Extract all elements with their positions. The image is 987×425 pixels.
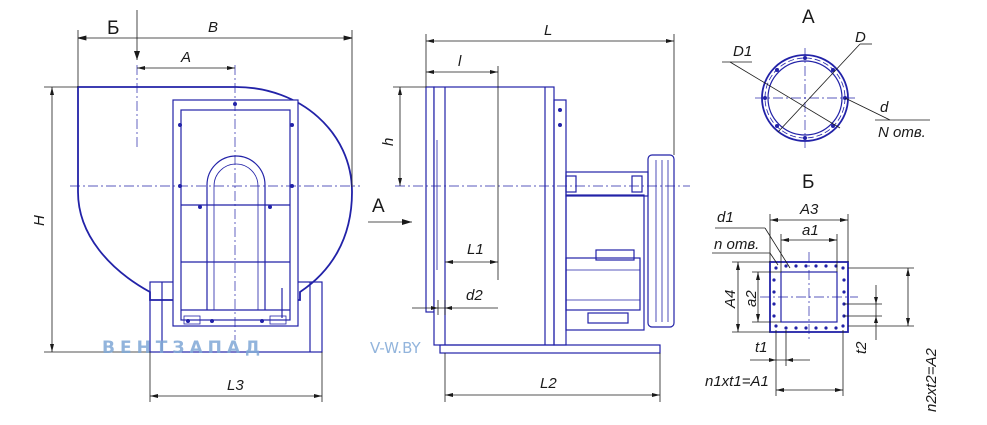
n-holes-label: n отв. <box>714 236 759 253</box>
dim-n2t2-label: n2xt2=A2 <box>923 348 940 412</box>
view-A-arrow-label: A <box>372 196 385 217</box>
view-A-title: A <box>802 7 815 28</box>
base-plate <box>439 344 661 354</box>
dim-a1-label: a1 <box>802 222 819 239</box>
watermark-brand: ВЕНТЗАПАД <box>102 338 265 358</box>
dim-d1-label: d1 <box>717 209 734 226</box>
dim-L-label: L <box>544 22 552 39</box>
front-dimensions: B Б A H L3 <box>31 10 353 402</box>
dim-L1-label: L1 <box>467 241 484 258</box>
inlet-arch <box>206 155 266 310</box>
section-B-label: Б <box>107 18 119 39</box>
motor <box>565 257 641 311</box>
outlet-bolt-holes <box>772 264 846 330</box>
dim-A3-label: A3 <box>799 201 819 218</box>
N-holes-label: N отв. <box>878 124 926 141</box>
dim-n1t1-label: n1xt1=A1 <box>705 373 769 390</box>
side-view <box>395 86 690 354</box>
dim-H-label: H <box>31 215 48 226</box>
view-B-title: Б <box>802 172 814 193</box>
view-B: Б A3 a1 d1 n отв. <box>705 172 940 412</box>
front-view <box>70 65 360 353</box>
dim-d-label: d <box>880 99 889 116</box>
dim-A-label: A <box>180 49 191 66</box>
scroll-housing <box>77 86 353 301</box>
belt-guard <box>647 154 675 328</box>
dim-D-label: D <box>855 29 866 46</box>
view-A: A D1 D d N отв. <box>722 7 930 148</box>
dim-L2-label: L2 <box>540 375 557 392</box>
side-housing <box>433 86 555 346</box>
watermark-site: V-W.BY <box>370 339 422 357</box>
dim-t1-label: t1 <box>755 339 768 356</box>
front-frame <box>172 99 299 327</box>
dim-a2-label: a2 <box>743 290 760 307</box>
dim-d2-label: d2 <box>466 287 483 304</box>
dim-D1-label: D1 <box>733 43 752 60</box>
dim-h-label: h <box>380 138 397 146</box>
dim-l-label: l <box>458 53 462 70</box>
dim-A4-label: A4 <box>722 290 739 309</box>
dim-L3-label: L3 <box>227 377 244 394</box>
dim-t2-label: t2 <box>853 341 870 354</box>
dim-B-label: B <box>208 19 218 36</box>
side-dimensions: L l h A L1 d2 L2 <box>368 22 675 402</box>
